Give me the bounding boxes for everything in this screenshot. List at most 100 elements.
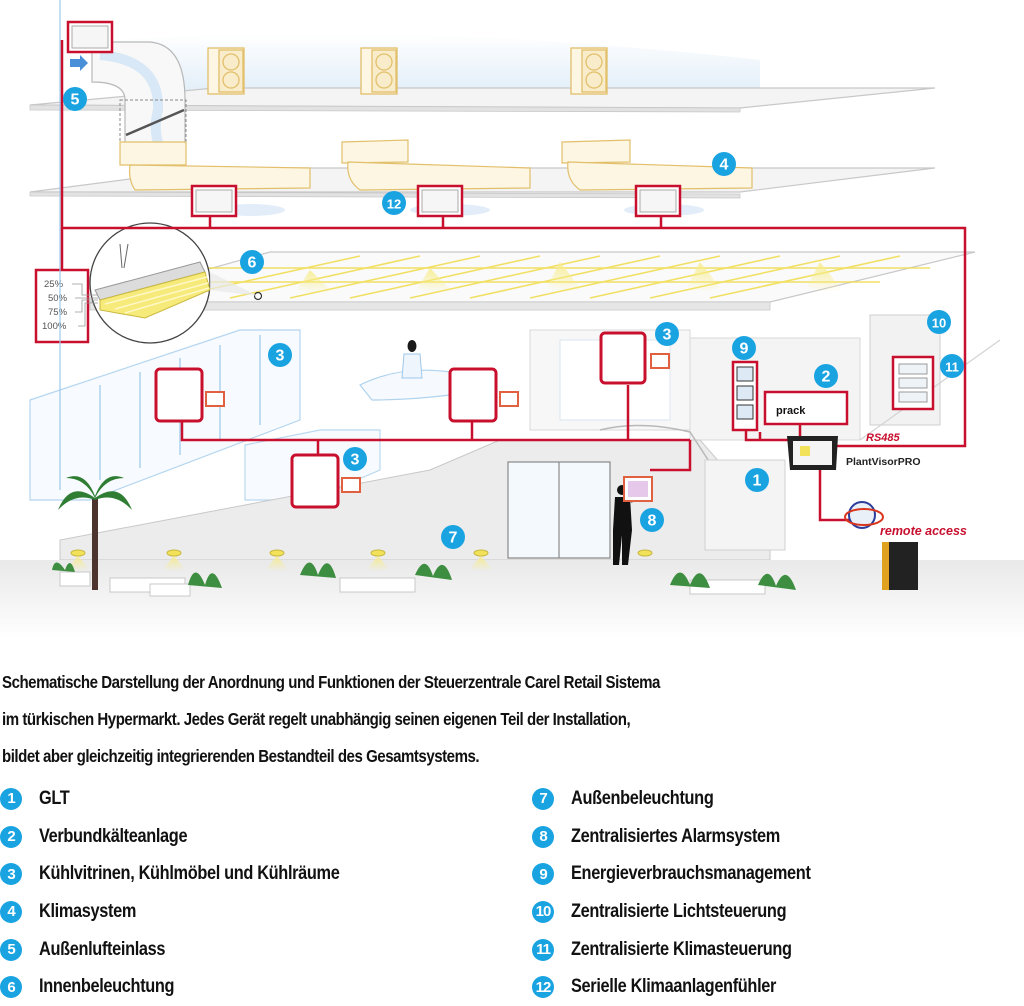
marker-number: 11 (945, 360, 959, 375)
case-controller-1 (154, 367, 225, 423)
marker-badge-icon (240, 250, 264, 274)
air-intake-controller (66, 20, 114, 54)
system-schematic: 25% 50% 75% 100% (0, 0, 1024, 640)
marker-5: 5 (63, 87, 87, 111)
palm-tree (58, 476, 132, 590)
condensing-unit (207, 47, 245, 95)
dimming-level-100: 100% (42, 321, 67, 332)
legend-item: 6 Innenbeleuchtung (0, 968, 388, 1006)
marker-number: 8 (648, 513, 657, 530)
rs485-label: RS485 (866, 432, 901, 444)
marker-badge-icon (814, 364, 838, 388)
legend-label: Zentralisierte Klimasteuerung (571, 938, 792, 960)
airflow-arrow-icon (70, 55, 88, 71)
legend-label: Außenbeleuchtung (571, 787, 714, 809)
marker-11: 11 (940, 354, 964, 378)
legend-label: Zentralisierte Lichtsteuerung (571, 900, 787, 922)
marker-12: 12 (382, 191, 406, 215)
marker-number: 1 (753, 473, 762, 490)
plantvisorpro-terminal: PlantVisorPRO RS485 (787, 432, 921, 470)
rack-controller: prack (763, 390, 849, 426)
ac-ducts (341, 139, 753, 191)
marker-badge-icon (745, 468, 769, 492)
marker-1: 1 (745, 468, 769, 492)
marker-9: 9 (732, 336, 756, 360)
rooftop-units (207, 47, 608, 95)
marker-badge-icon (268, 343, 292, 367)
condensing-unit (360, 47, 398, 95)
number-badge-icon: 8 (532, 825, 554, 848)
number-badge-icon: 6 (0, 976, 22, 999)
rack-controller-label: prack (776, 405, 806, 417)
marker-number: 7 (449, 530, 458, 547)
number-badge-icon: 4 (0, 900, 22, 923)
marker-badge-icon (732, 336, 756, 360)
marker-number: 3 (663, 327, 672, 344)
number-badge-icon: 7 (532, 787, 554, 810)
legend-label: Serielle Klimaanlagenfühler (571, 976, 777, 998)
legend-item: 7 Außenbeleuchtung (532, 780, 850, 818)
clerk-figure (401, 340, 423, 379)
dimming-level-box: 25% 50% 75% 100% (34, 268, 98, 344)
number-badge-icon: 9 (532, 863, 554, 886)
legend-label: Energieverbrauchsmanagement (571, 863, 811, 885)
marker-3: 3 (655, 322, 679, 346)
remote-access-label: remote access (880, 524, 967, 538)
case-controller-3 (290, 453, 361, 509)
marker-badge-icon (382, 191, 406, 215)
number-badge-icon: 11 (532, 938, 554, 961)
legend-item: 11 Zentralisierte Klimasteuerung (532, 931, 850, 969)
marker-3: 3 (268, 343, 292, 367)
legend-label: Innenbeleuchtung (39, 976, 175, 998)
marker-badge-icon (441, 525, 465, 549)
street-furniture (52, 476, 796, 597)
energy-meters (731, 360, 759, 432)
legend-label: Kühlvitrinen, Kühlmöbel und Kühlräume (39, 863, 340, 885)
dimming-level-25: 25% (44, 279, 64, 290)
marker-badge-icon (940, 354, 964, 378)
marker-3: 3 (343, 447, 367, 471)
coldroom-controller (599, 331, 670, 385)
marker-number: 12 (387, 197, 401, 212)
marker-4: 4 (712, 152, 736, 176)
number-badge-icon: 3 (0, 863, 22, 886)
exterior-lights (62, 549, 653, 575)
marker-10: 10 (927, 310, 951, 334)
marker-number: 2 (822, 369, 831, 386)
marker-number: 6 (248, 255, 257, 272)
marker-number: 4 (720, 157, 729, 174)
remote-access: remote access (844, 501, 967, 590)
marker-badge-icon (712, 152, 736, 176)
legend-label: Verbundkälteanlage (39, 825, 188, 847)
legend-label: Zentralisiertes Alarmsystem (571, 825, 780, 847)
potted-plants (52, 562, 796, 590)
legend-item: 8 Zentralisiertes Alarmsystem (532, 818, 850, 856)
legend-right-column: 7 Außenbeleuchtung 8 Zentralisiertes Alarm… (532, 780, 850, 1006)
dimming-level-75: 75% (48, 307, 68, 318)
marker-8: 8 (640, 508, 664, 532)
ac-controller-1 (190, 184, 238, 218)
marker-number: 10 (932, 316, 946, 331)
number-badge-icon: 10 (532, 900, 554, 923)
legend-item: 2 Verbundkälteanlage (0, 818, 388, 856)
number-badge-icon: 2 (0, 825, 22, 848)
ac-controller-2 (416, 184, 464, 218)
marker-7: 7 (441, 525, 465, 549)
caption-line: im türkischen Hypermarkt. Jedes Gerät re… (2, 709, 631, 729)
legend-item: 10 Zentralisierte Lichtsteuerung (532, 893, 850, 931)
marker-2: 2 (814, 364, 838, 388)
marker-badge-icon (63, 87, 87, 111)
controllers: prack (66, 20, 935, 509)
dimming-level-50: 50% (48, 293, 68, 304)
caption-line: Schematische Darstellung der Anordnung u… (2, 672, 660, 692)
climate-control-panel (891, 355, 935, 411)
marker-number: 3 (276, 348, 285, 365)
figure-caption: Schematische Darstellung der Anordnung u… (2, 664, 759, 775)
legend-item: 9 Energieverbrauchsmanagement (532, 855, 850, 893)
number-badge-icon: 1 (0, 787, 22, 810)
